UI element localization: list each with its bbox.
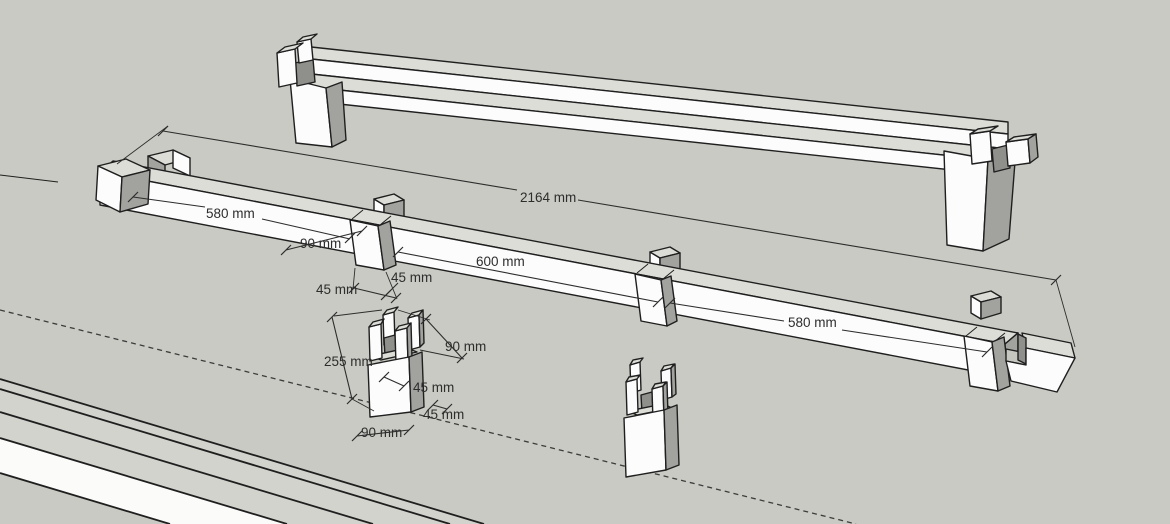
dimension-label-post-notch[interactable]: 45 mm [413,380,454,395]
ground-beam[interactable] [0,378,485,524]
left-post-back-prong [296,38,314,64]
right-post-body [943,150,989,252]
left-post-back-prong-top [296,33,318,43]
left-post-notch [294,58,316,87]
dimension-label-total[interactable]: 2164 mm [520,190,576,205]
dimension-label-inset-right[interactable]: 45 mm [391,270,432,285]
cross-foot-far-end [172,149,191,177]
left-post-front-prong-top [276,42,304,54]
upper-rail-assembly[interactable] [276,33,1039,252]
left-end-block-side [119,169,151,213]
main-beam-assembly[interactable] [95,149,1076,393]
small-back-prong-side [670,363,677,398]
dimension-label-inset-left[interactable]: 45 mm [316,282,357,297]
left-support-post[interactable] [276,33,347,148]
dimension-label-mid-span[interactable]: 600 mm [476,254,525,269]
right-support-post[interactable] [943,125,1039,252]
construction-dashed-line[interactable] [0,309,857,524]
ground-beam-edges [0,378,485,524]
dimension-label-post-height[interactable]: 255 mm [324,354,373,369]
small-body-side [663,404,680,471]
small-back-prong-tops [629,357,675,372]
right-post-back-prong [1005,138,1031,167]
stray-edge [0,174,59,183]
beam-mortise-edges [351,209,1006,343]
small-body [623,409,667,478]
detail-post-large[interactable] [367,306,425,418]
right-post-notch [991,144,1011,173]
right-post-front-prong-top [969,125,999,135]
dimension-lines [132,130,1057,437]
left-post-body-side [325,81,347,148]
dimension-annotations[interactable]: 2164 mm 580 mm 90 mm 600 mm 45 mm 45 mm … [116,125,1076,442]
dimension-label-post-base[interactable]: 90 mm [361,425,402,440]
dimension-label-left-span[interactable]: 580 mm [206,206,255,221]
detail-post-small[interactable] [623,357,680,478]
left-post-front-prong [276,48,298,88]
dimension-label-post-top-depth[interactable]: 90 mm [445,339,486,354]
detail-body-side [408,351,425,413]
right-post-back-prong-side [1027,133,1039,164]
right-post-front-prong [969,130,993,165]
dimension-label-post-cheek[interactable]: 45 mm [423,407,464,422]
detail-back-prong-side [418,309,425,348]
beam-top-face [99,160,1019,345]
end-cap-notch-face [1017,333,1027,365]
dimension-label-post-width[interactable]: 90 mm [300,236,341,251]
small-front-prong-tops [625,374,667,390]
detail-body [367,356,412,418]
post-side-faces [377,220,1011,392]
dimension-extension-lines [116,125,1076,412]
end-cap-front-face [1005,347,1076,393]
dimension-arrow-ticks [127,125,1062,442]
dimension-label-right-span[interactable]: 580 mm [788,315,837,330]
